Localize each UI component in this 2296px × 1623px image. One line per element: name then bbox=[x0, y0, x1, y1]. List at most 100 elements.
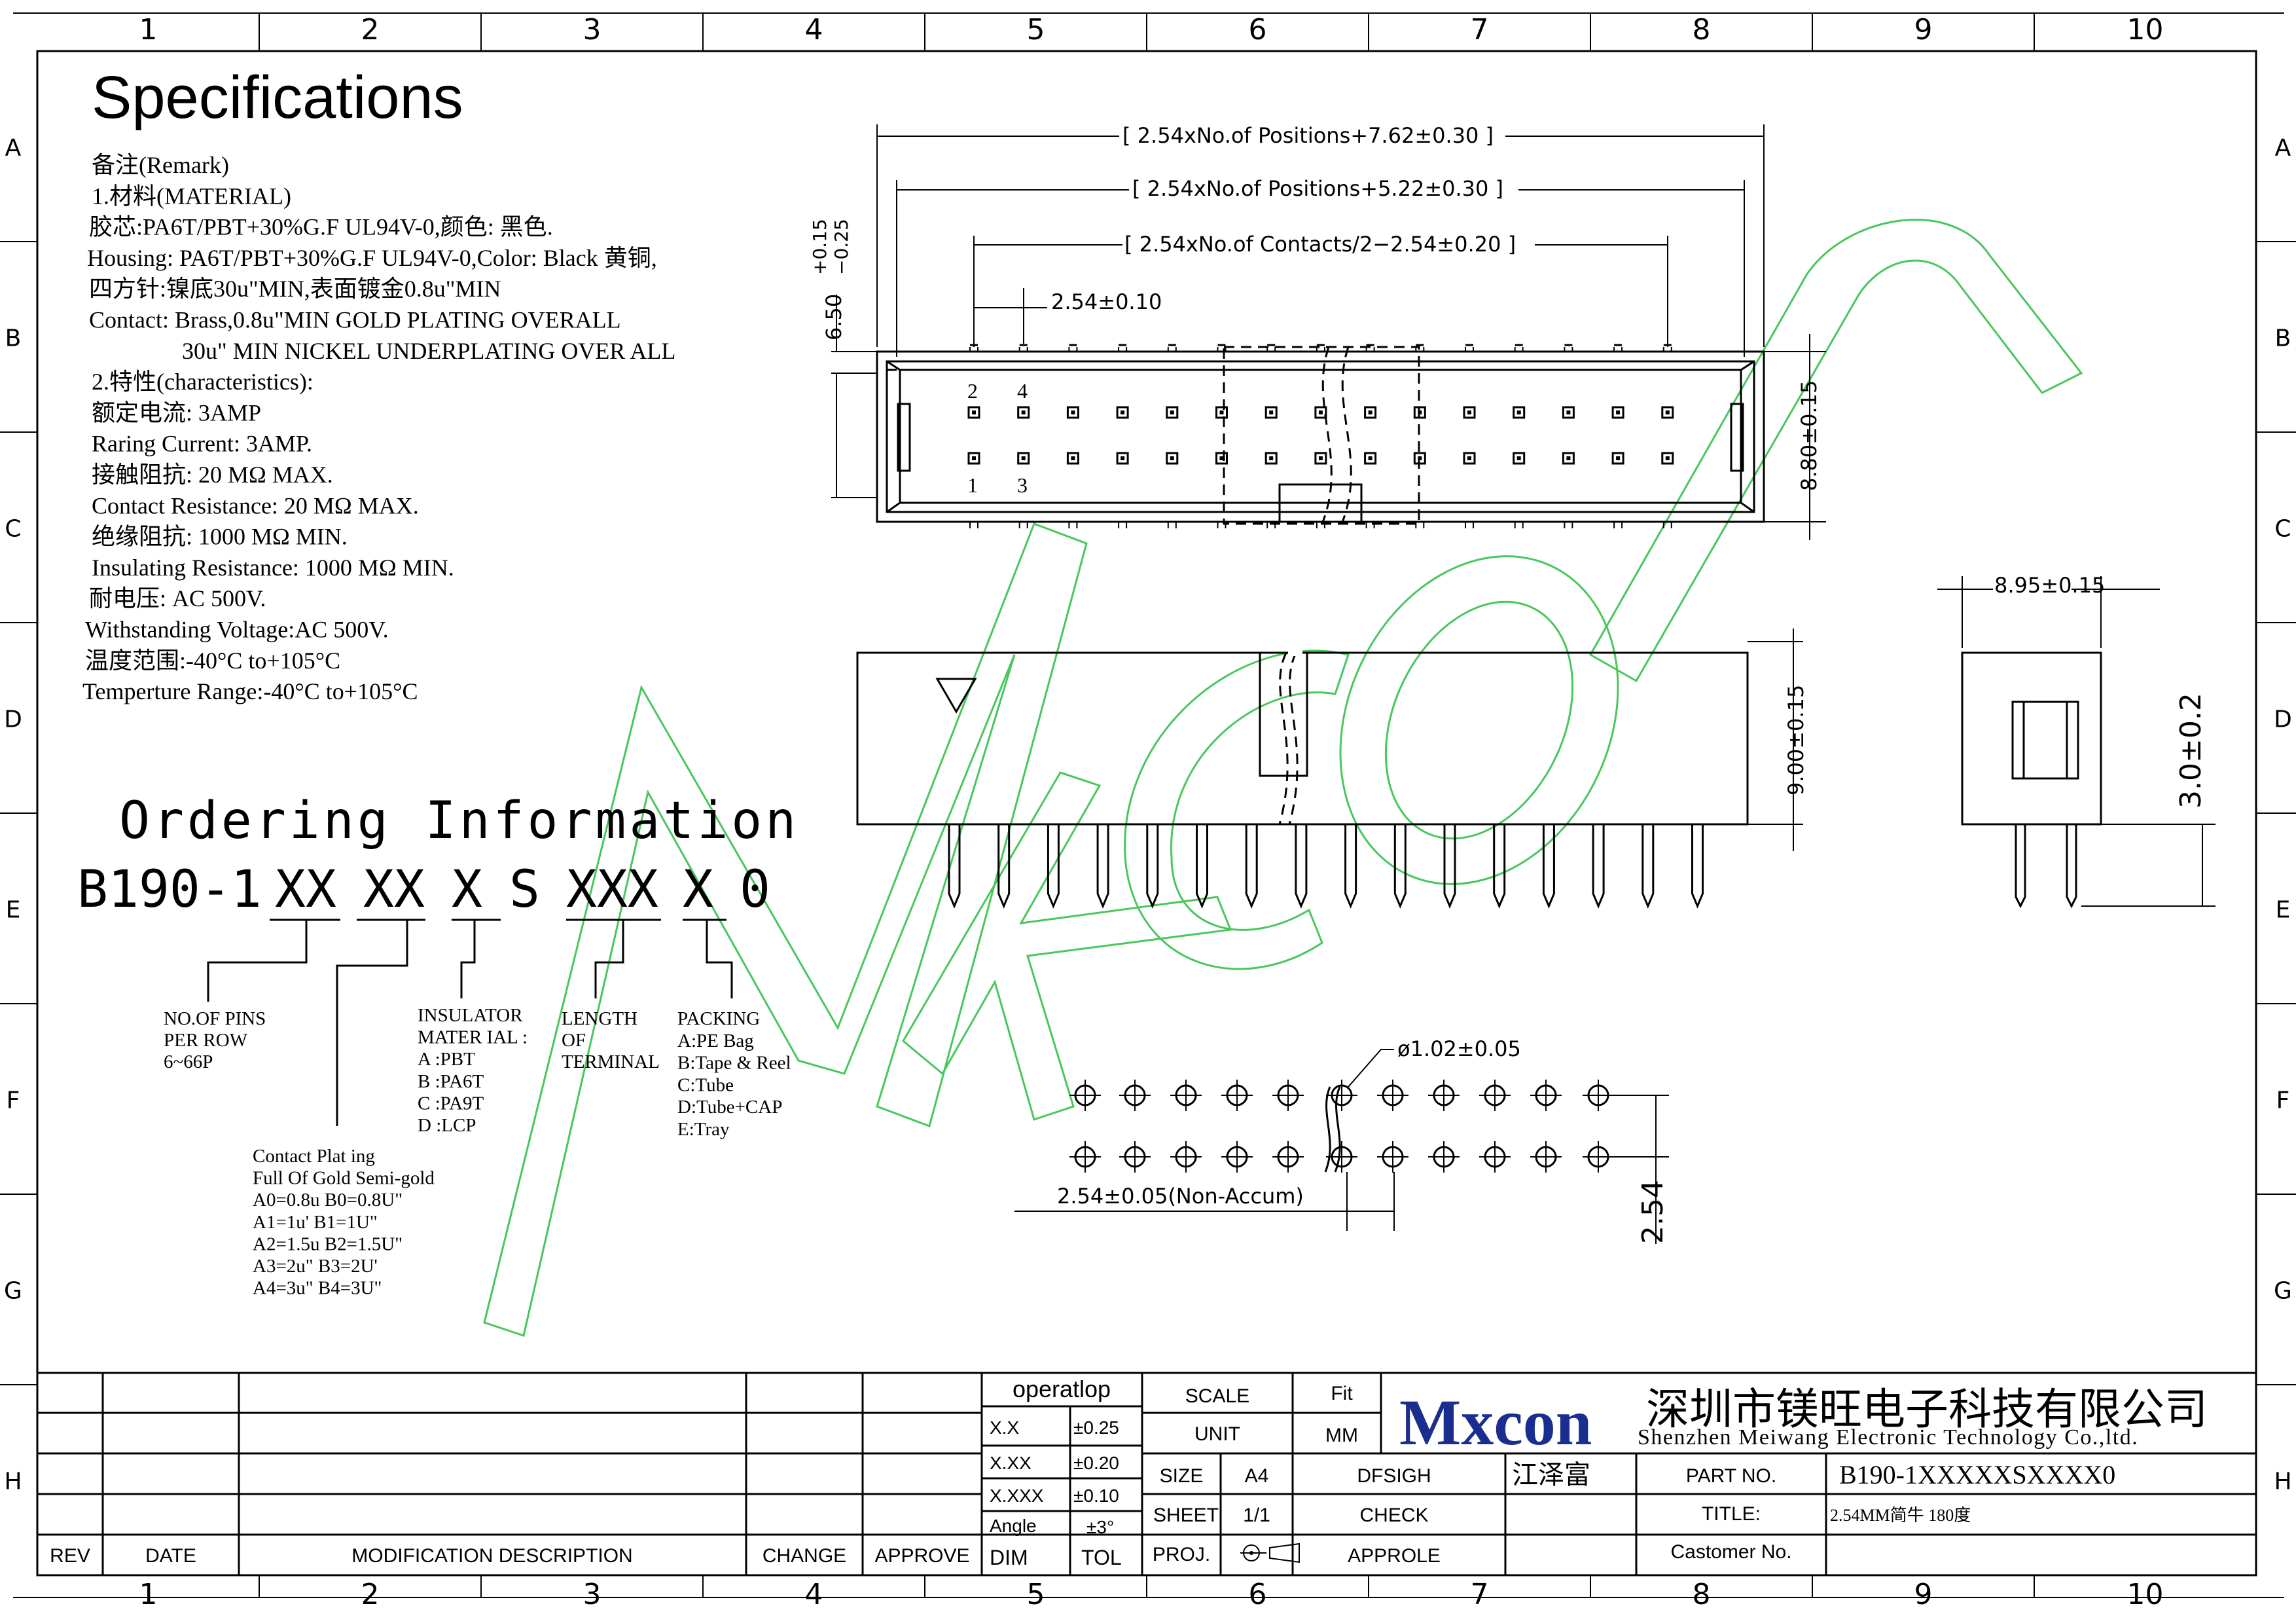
sheet-label: SHEET bbox=[1153, 1504, 1219, 1526]
spec-line: Contact: Brass,0.8u"MIN GOLD PLATING OVE… bbox=[89, 307, 621, 333]
spec-line: 胶芯:PA6T/PBT+30%G.F UL94V-0,颜色: 黑色. bbox=[89, 214, 553, 240]
sheet-value: 1/1 bbox=[1243, 1504, 1270, 1526]
order-code-leaders bbox=[207, 919, 733, 1126]
top-pin bbox=[1364, 452, 1377, 465]
pcb-layout: ø1.02±0.05 2.54 2.54±0.05(Non-Accum) bbox=[1014, 1036, 1670, 1244]
title-label: TITLE: bbox=[1702, 1503, 1761, 1525]
rev-header-rev: REV bbox=[50, 1545, 90, 1567]
order-code-end: 0 bbox=[740, 860, 770, 919]
projection-symbol-icon bbox=[1240, 1542, 1300, 1563]
dim-height-top: 6.50 bbox=[821, 294, 846, 340]
column-marker-top: 2 bbox=[361, 13, 380, 46]
note-line: A3=2u" B3=2U' bbox=[253, 1256, 378, 1277]
front-pin bbox=[1245, 824, 1258, 909]
note-line: INSULATOR bbox=[418, 1005, 523, 1026]
scale-label: SCALE bbox=[1185, 1385, 1249, 1407]
proj-label: PROJ. bbox=[1153, 1544, 1210, 1565]
company-name-en: Shenzhen Meiwang Electronic Technology C… bbox=[1638, 1425, 2138, 1450]
row-marker-right: E bbox=[2276, 897, 2291, 924]
top-pin bbox=[1215, 452, 1228, 465]
note-line: LENGTH bbox=[562, 1008, 637, 1029]
row-marker-left: D bbox=[4, 706, 22, 733]
top-pin-center bbox=[1616, 410, 1621, 414]
spec-line: 接触阻抗: 20 MΩ MAX. bbox=[92, 462, 333, 488]
tol-xxxx-label: X.XXX bbox=[990, 1486, 1044, 1506]
column-marker-bottom: 5 bbox=[1027, 1578, 1045, 1611]
spec-line: Housing: PA6T/PBT+30%G.F UL94V-0,Color: … bbox=[87, 245, 657, 271]
column-marker-bottom: 8 bbox=[1693, 1578, 1711, 1611]
top-pin-center bbox=[1269, 410, 1274, 414]
ordering-title: Ordering Information bbox=[119, 792, 799, 850]
part-no-value: B190-1XXXXXSXXXX0 bbox=[1839, 1460, 2115, 1489]
unit-label: UNIT bbox=[1194, 1423, 1240, 1445]
spec-line: 30u" MIN NICKEL UNDERPLATING OVER ALL bbox=[182, 338, 675, 364]
top-pin bbox=[1611, 452, 1624, 465]
row-marker-left: A bbox=[5, 135, 22, 162]
top-pin-center bbox=[1219, 456, 1224, 460]
note-line: A :PBT bbox=[418, 1049, 475, 1070]
spec-line: Raring Current: 3AMP. bbox=[92, 431, 312, 457]
row-marker-right: B bbox=[2275, 325, 2291, 352]
column-marker-top: 8 bbox=[1693, 13, 1711, 46]
note-line: A2=1.5u B2=1.5U" bbox=[253, 1233, 403, 1254]
top-pin-center bbox=[1566, 410, 1571, 414]
order-code-plating: XX bbox=[363, 860, 425, 919]
note-line: C :PA9T bbox=[418, 1093, 484, 1114]
note-line: A0=0.8u B0=0.8U" bbox=[253, 1190, 403, 1211]
dim-contacts-length: [ 2.54xNo.of Contacts/2−2.54±0.20 ] bbox=[1124, 232, 1516, 257]
tol-dim-value: TOL bbox=[1081, 1546, 1122, 1569]
pin-label-4: 4 bbox=[1017, 379, 1028, 403]
row-marker-right: G bbox=[2274, 1278, 2292, 1305]
rev-header-approve: APPROVE bbox=[874, 1545, 969, 1567]
row-marker-left: G bbox=[4, 1278, 22, 1305]
top-pin-center bbox=[1665, 456, 1670, 460]
spec-line: 四方针:镍底30u"MIN,表面镀金0.8u"MIN bbox=[89, 276, 501, 302]
front-pin bbox=[1641, 824, 1655, 909]
note-line: MATER IAL : bbox=[418, 1027, 528, 1048]
top-pin-center bbox=[1516, 410, 1521, 414]
top-pin-center bbox=[1121, 410, 1125, 414]
note-line: C:Tube bbox=[677, 1074, 734, 1095]
note-line: NO.OF PINS bbox=[164, 1008, 266, 1029]
note-line: PACKING bbox=[677, 1008, 760, 1029]
dfsigh-label: DFSIGH bbox=[1357, 1465, 1431, 1487]
top-pin bbox=[1066, 406, 1079, 419]
top-pin bbox=[1513, 406, 1526, 419]
top-pin-center bbox=[1071, 410, 1075, 414]
dim-body-height: 9.00±0.15 bbox=[1784, 685, 1808, 795]
front-pin bbox=[1146, 824, 1159, 909]
note-line: B:Tape & Reel bbox=[677, 1053, 791, 1074]
top-pin-center bbox=[1467, 410, 1471, 414]
front-pin bbox=[948, 824, 961, 909]
top-pin-center bbox=[1071, 456, 1075, 460]
top-pin-center bbox=[1418, 456, 1422, 460]
top-pin-center bbox=[1318, 410, 1323, 414]
note-line: E:Tray bbox=[677, 1119, 730, 1140]
spec-line: 绝缘阻抗: 1000 MΩ MIN. bbox=[92, 524, 348, 550]
row-marker-left: C bbox=[5, 516, 21, 543]
mxcon-watermark bbox=[483, 219, 2083, 1337]
unit-value: MM bbox=[1325, 1425, 1358, 1446]
scale-value: Fit bbox=[1331, 1383, 1353, 1404]
size-label: SIZE bbox=[1160, 1465, 1204, 1487]
top-pin-center bbox=[1368, 410, 1372, 414]
column-marker-bottom: 4 bbox=[805, 1578, 823, 1611]
rev-header-date: DATE bbox=[145, 1545, 196, 1567]
note-line: TERMINAL bbox=[562, 1051, 660, 1072]
top-pin bbox=[1413, 406, 1426, 419]
order-code-s: S bbox=[509, 860, 540, 919]
top-pin bbox=[1017, 452, 1030, 465]
top-pin-center bbox=[1219, 410, 1224, 414]
row-marker-left: B bbox=[5, 325, 22, 352]
front-pin bbox=[997, 824, 1011, 909]
column-marker-bottom: 6 bbox=[1249, 1578, 1267, 1611]
front-pin bbox=[1196, 824, 1208, 909]
front-pin bbox=[1344, 824, 1357, 909]
pin-label-2: 2 bbox=[967, 379, 978, 403]
order-code-length: XXX bbox=[566, 860, 658, 919]
column-marker-top: 3 bbox=[583, 13, 601, 46]
order-code-base: B190-1 bbox=[77, 860, 262, 919]
